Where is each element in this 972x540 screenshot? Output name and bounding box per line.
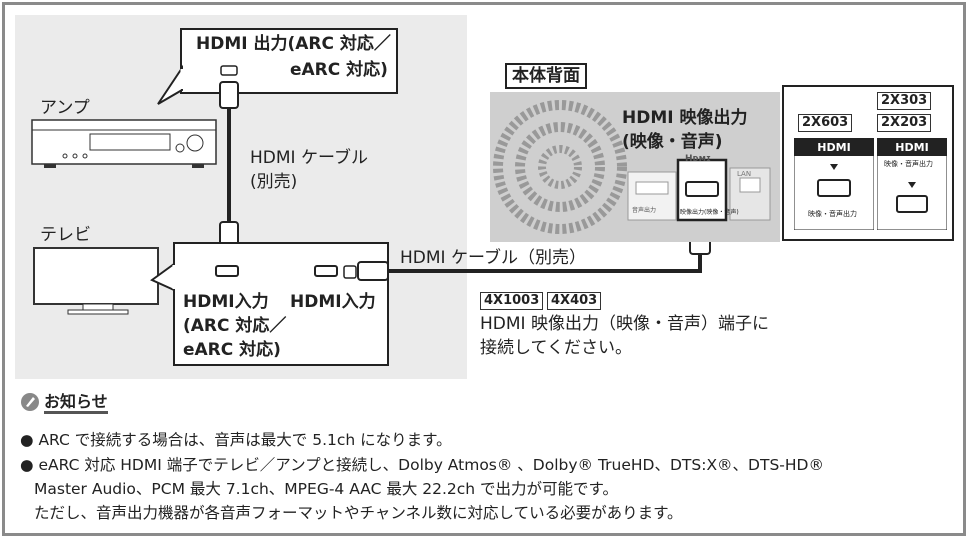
model-4x1003: 4X1003 bbox=[480, 292, 544, 310]
tv-hdmi-port2-icon bbox=[314, 265, 338, 277]
vertical-cable-label1: HDMI ケーブル bbox=[250, 148, 368, 168]
amp-hdmi-callout bbox=[180, 28, 398, 94]
amp-callout-line2: eARC 対応) bbox=[290, 60, 388, 80]
model-2x603-caption: 映像・音声出力 bbox=[808, 210, 857, 218]
rear-lan-label: LAN bbox=[737, 170, 752, 178]
tv-input1-line1: HDMI入力 bbox=[183, 292, 269, 312]
amp-callout-line1: HDMI 出力(ARC 対応／ bbox=[196, 34, 391, 54]
vertical-cable-label2: (別売) bbox=[250, 172, 298, 192]
pencil-icon bbox=[21, 393, 39, 411]
model-4x403: 4X403 bbox=[547, 292, 602, 310]
tv-input1-line2: (ARC 対応／ bbox=[183, 316, 287, 336]
rear-output-line2: (映像・音声) bbox=[622, 132, 723, 152]
model-2x603-port: HDMI bbox=[794, 138, 874, 230]
svg-text:HDMI: HDMI bbox=[895, 141, 928, 154]
rear-hdmi-logo: Hᴅᴍɪ bbox=[685, 154, 711, 164]
horizontal-cable-label: HDMI ケーブル（別売） bbox=[400, 248, 586, 268]
note-3: Master Audio、PCM 最大 7.1ch、MPEG-4 AAC 最大 … bbox=[34, 480, 618, 498]
note-2: ● eARC 対応 HDMI 端子でテレビ／アンプと接続し、Dolby Atmo… bbox=[20, 456, 824, 474]
model-2x603: 2X603 bbox=[798, 114, 853, 132]
rear-title: 本体背面 bbox=[505, 63, 587, 90]
rear-panel bbox=[490, 92, 780, 242]
rear-audio-out-label: 音声出力 bbox=[632, 207, 657, 214]
model-2x303-caption: 映像・音声出力 bbox=[884, 160, 933, 168]
tv-device-icon bbox=[33, 247, 159, 315]
rear-video-out-label: 映像出力(映像・音声) bbox=[680, 209, 739, 216]
note-4: ただし、音声出力機器が各音声フォーマットやチャンネル数に対応している必要がありま… bbox=[34, 504, 683, 522]
amp-device-icon bbox=[31, 119, 217, 168]
instruction-line1: HDMI 映像出力（映像・音声）端子に bbox=[480, 314, 769, 334]
tv-callout-pointer bbox=[150, 262, 176, 292]
tv-input2-label: HDMI入力 bbox=[290, 292, 376, 312]
svg-text:HDMI: HDMI bbox=[817, 141, 850, 154]
tv-hdmi-port1-icon bbox=[215, 265, 239, 277]
model-2x303: 2X303 bbox=[877, 92, 932, 110]
model-2x303-port: HDMI bbox=[877, 138, 947, 230]
amp-callout-pointer bbox=[157, 64, 184, 105]
instruction-line2: 接続してください。 bbox=[480, 338, 632, 358]
tv-hdmi-callout bbox=[173, 242, 389, 366]
tv-label: テレビ bbox=[40, 225, 91, 245]
notice-title: お知らせ bbox=[44, 392, 108, 415]
tv-input1-line3: eARC 対応) bbox=[183, 340, 281, 360]
model-2x203: 2X203 bbox=[877, 114, 932, 132]
amp-label: アンプ bbox=[40, 98, 90, 118]
rear-output-line1: HDMI 映像出力 bbox=[622, 108, 748, 128]
note-1: ● ARC で接続する場合は、音声は最大で 5.1ch になります。 bbox=[20, 431, 452, 449]
